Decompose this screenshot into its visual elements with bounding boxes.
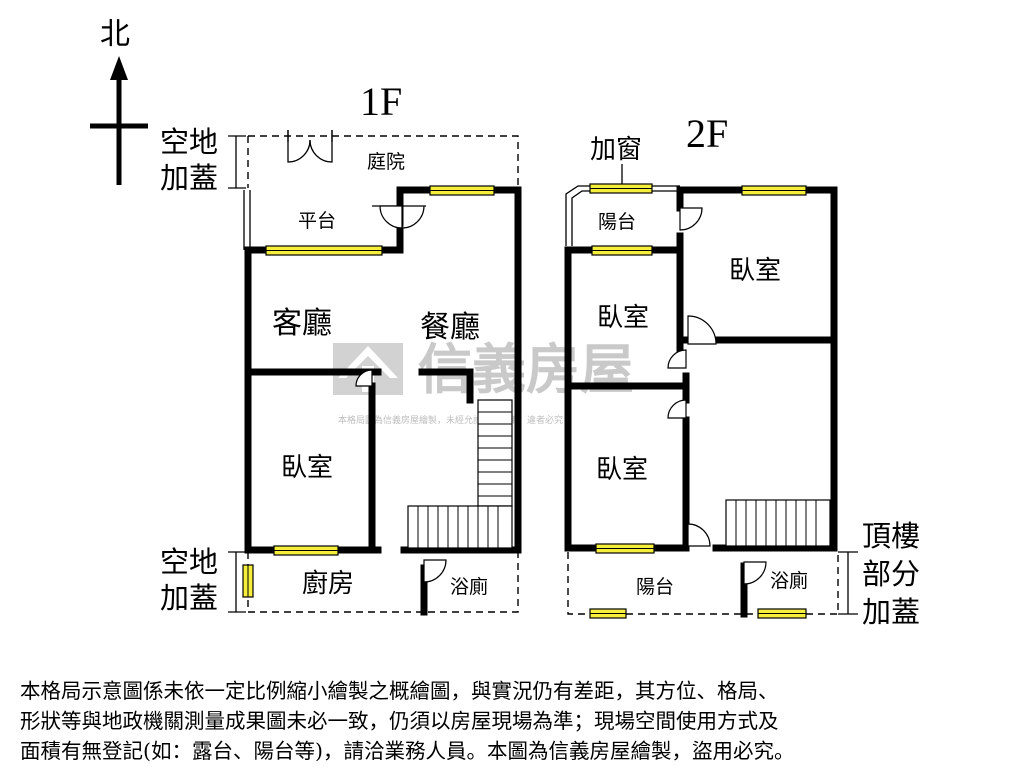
room-courtyard: 庭院 bbox=[367, 151, 405, 173]
courtyard-double-door bbox=[287, 130, 333, 163]
svg-text:頂樓: 頂樓 bbox=[862, 519, 920, 553]
room-living: 客廳 bbox=[272, 306, 332, 341]
svg-text:加蓋: 加蓋 bbox=[862, 595, 920, 629]
balcony-2f-bottom-outline bbox=[567, 552, 839, 615]
note-rooftop: 頂樓 部分 加蓋 bbox=[838, 519, 920, 629]
north-label: 北 bbox=[100, 17, 130, 52]
room-dining: 餐廳 bbox=[420, 310, 480, 345]
note-open-space-bottom: 空地 加蓋 bbox=[160, 545, 246, 615]
window-2f-nw bbox=[591, 245, 653, 256]
floor-1f: 1F bbox=[242, 79, 522, 616]
room-added-window: 加窗 bbox=[590, 135, 642, 165]
window-2f-sw bbox=[595, 543, 655, 554]
disclaimer-line-3: 面積有無登記(如：露台、陽台等)，請洽業務人員。本圖為信義房屋繪製，盜用必究。 bbox=[20, 739, 795, 763]
stairs-2f bbox=[725, 499, 831, 547]
room-bedroom-1f: 臥室 bbox=[281, 453, 333, 483]
platform-left-rail bbox=[243, 190, 251, 250]
floor-plan: 北 信義房屋 本格局圖為信義房屋繪製，未經允許請勿盜用，違者必究 1F bbox=[90, 17, 920, 629]
room-bedroom-2f-ne: 臥室 bbox=[729, 256, 781, 286]
window-2f-balcony-bottom bbox=[589, 608, 627, 619]
room-kitchen: 廚房 bbox=[302, 569, 354, 599]
window-2f-ne bbox=[741, 185, 807, 196]
floor-2f: 2F 加窗 bbox=[564, 111, 839, 619]
floor-2f-label: 2F bbox=[686, 111, 728, 156]
floor-1f-label: 1F bbox=[360, 79, 402, 124]
room-bedroom-2f-sw: 臥室 bbox=[596, 455, 648, 485]
svg-text:加蓋: 加蓋 bbox=[160, 161, 218, 195]
disclaimer: 本格局示意圖係未依一定比例縮小繪製之概繪圖，與實況仍有差距，其方位、格局、 形狀… bbox=[20, 676, 1010, 766]
room-balcony-2f-top: 陽台 bbox=[598, 211, 636, 233]
room-bath-2f: 浴廁 bbox=[770, 569, 808, 592]
window-1f-annex-side bbox=[242, 564, 254, 598]
compass: 北 bbox=[90, 17, 148, 185]
bath-1f-door bbox=[423, 559, 447, 583]
disclaimer-line-2: 形狀等與地政機關測量成果圖未必一致，仍須以房屋現場為準；現場空間使用方式及 bbox=[20, 709, 779, 733]
platform-door bbox=[372, 205, 426, 229]
window-2f-added bbox=[589, 183, 653, 194]
room-balcony-2f-bottom: 陽台 bbox=[636, 576, 674, 598]
room-bedroom-2f-nw: 臥室 bbox=[597, 303, 649, 333]
balcony-2f-door bbox=[679, 207, 703, 231]
room-bath-1f: 浴廁 bbox=[450, 575, 488, 598]
bath-2f-door bbox=[743, 561, 767, 585]
disclaimer-line-1: 本格局示意圖係未依一定比例縮小繪製之概繪圖，與實況仍有差距，其方位、格局、 bbox=[20, 679, 779, 703]
svg-text:加蓋: 加蓋 bbox=[160, 581, 218, 615]
balcony-2f-bottom-door bbox=[687, 523, 711, 547]
window-1f-north bbox=[429, 185, 495, 196]
wall-2f-east bbox=[676, 186, 838, 552]
svg-text:空地: 空地 bbox=[160, 125, 218, 159]
bedroom-1f-door bbox=[355, 369, 373, 404]
svg-text:部分: 部分 bbox=[862, 557, 920, 591]
window-1f-living bbox=[265, 245, 383, 256]
courtyard-outline bbox=[247, 135, 519, 188]
svg-text:空地: 空地 bbox=[160, 545, 218, 579]
room-platform: 平台 bbox=[298, 210, 336, 232]
window-1f-kitchen bbox=[273, 545, 339, 556]
bedroom-2f-nw-door bbox=[667, 349, 687, 369]
bedroom-2f-ne-door bbox=[687, 315, 717, 345]
stairs-1f bbox=[407, 399, 513, 549]
window-2f-bath-bottom bbox=[757, 608, 807, 619]
north-arrow-icon bbox=[110, 56, 128, 80]
bedroom-2f-sw-door bbox=[667, 399, 687, 419]
note-open-space-top: 空地 加蓋 bbox=[160, 125, 246, 195]
